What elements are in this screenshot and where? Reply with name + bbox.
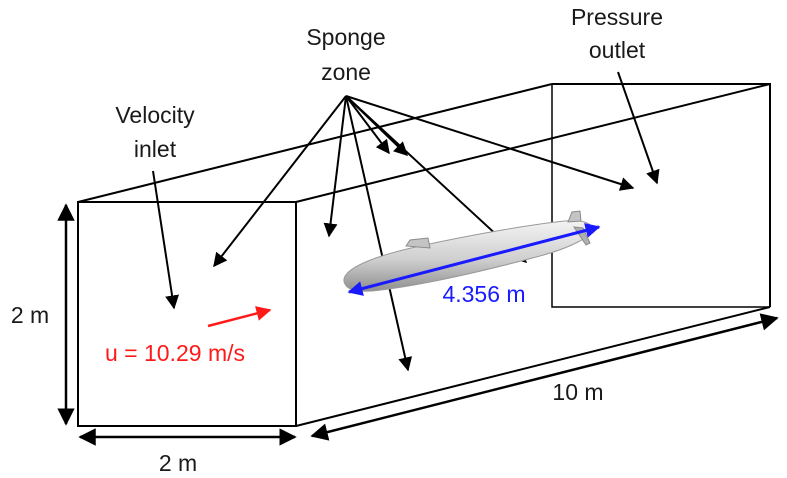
length-label: 10 m xyxy=(552,379,603,405)
velocity-value-label: u = 10.29 m/s xyxy=(105,340,245,366)
outlet-face-edges xyxy=(552,83,771,307)
submarine-length-label: 4.356 m xyxy=(442,281,525,307)
submarine-sail xyxy=(405,237,431,249)
pressure-outlet-arrow xyxy=(617,71,660,185)
outlet-hidden-edges xyxy=(551,84,770,308)
top-right-edge xyxy=(295,83,771,203)
length-dimension-arrow xyxy=(310,313,779,441)
pressure-label-line2: outlet xyxy=(589,37,646,63)
width-label: 2 m xyxy=(159,450,197,476)
velocity-inlet-label-line1: Velocity xyxy=(115,102,195,128)
sponge-label-line2: zone xyxy=(321,59,371,85)
submarine-length-arrow xyxy=(347,223,601,296)
submarine-rudder xyxy=(567,210,582,223)
velocity-direction-arrow xyxy=(207,306,272,328)
top-left-edge xyxy=(77,83,553,203)
velocity-inlet-label-line2: inlet xyxy=(134,136,177,162)
velocity-inlet-arrow xyxy=(152,170,180,310)
bottom-right-edge xyxy=(295,306,771,427)
height-label: 2 m xyxy=(11,302,49,328)
dimension-arrows xyxy=(57,203,779,446)
pressure-label-line1: Pressure xyxy=(571,4,663,30)
sponge-label-line1: Sponge xyxy=(306,24,385,50)
inlet-face xyxy=(77,201,297,427)
